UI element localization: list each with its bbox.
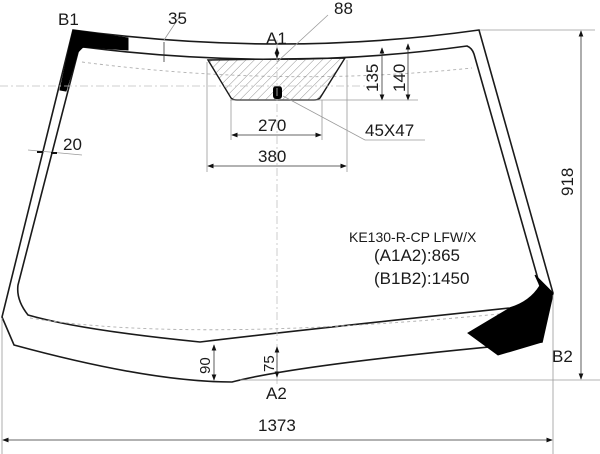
label-dim-918: 918 [558, 168, 577, 196]
glass-outer-outline [1, 29, 554, 383]
label-dim-90: 90 [197, 357, 214, 374]
leader-45x47 [282, 95, 366, 141]
label-b2: B2 [552, 347, 573, 366]
label-dim-20: 20 [63, 135, 82, 154]
label-b1: B1 [58, 10, 79, 29]
label-dim-140: 140 [390, 64, 409, 92]
black-band-top-left [59, 29, 129, 92]
label-b1b2: (B1B2):1450 [374, 269, 469, 288]
black-band-bottom-right [467, 274, 554, 356]
sensor-mount [273, 86, 282, 99]
part-code: KE130-R-CP LFW/X [349, 229, 477, 245]
label-dim-45x47: 45X47 [365, 121, 414, 140]
label-a1a2: (A1A2):865 [374, 246, 460, 265]
label-dim-35: 35 [168, 9, 187, 28]
label-dim-88: 88 [334, 0, 353, 18]
frit-dashed-line-bottom [29, 309, 541, 331]
label-a2: A2 [266, 384, 287, 403]
label-dim-135: 135 [363, 64, 382, 92]
glass-inner-outline [16, 45, 541, 343]
label-dim-1373: 1373 [258, 416, 296, 435]
dim-35-leader [163, 15, 181, 41]
label-a1: A1 [266, 29, 287, 48]
label-dim-380: 380 [258, 147, 286, 166]
leader-88 [276, 14, 329, 63]
label-dim-270: 270 [258, 116, 286, 135]
label-dim-75: 75 [261, 355, 278, 372]
